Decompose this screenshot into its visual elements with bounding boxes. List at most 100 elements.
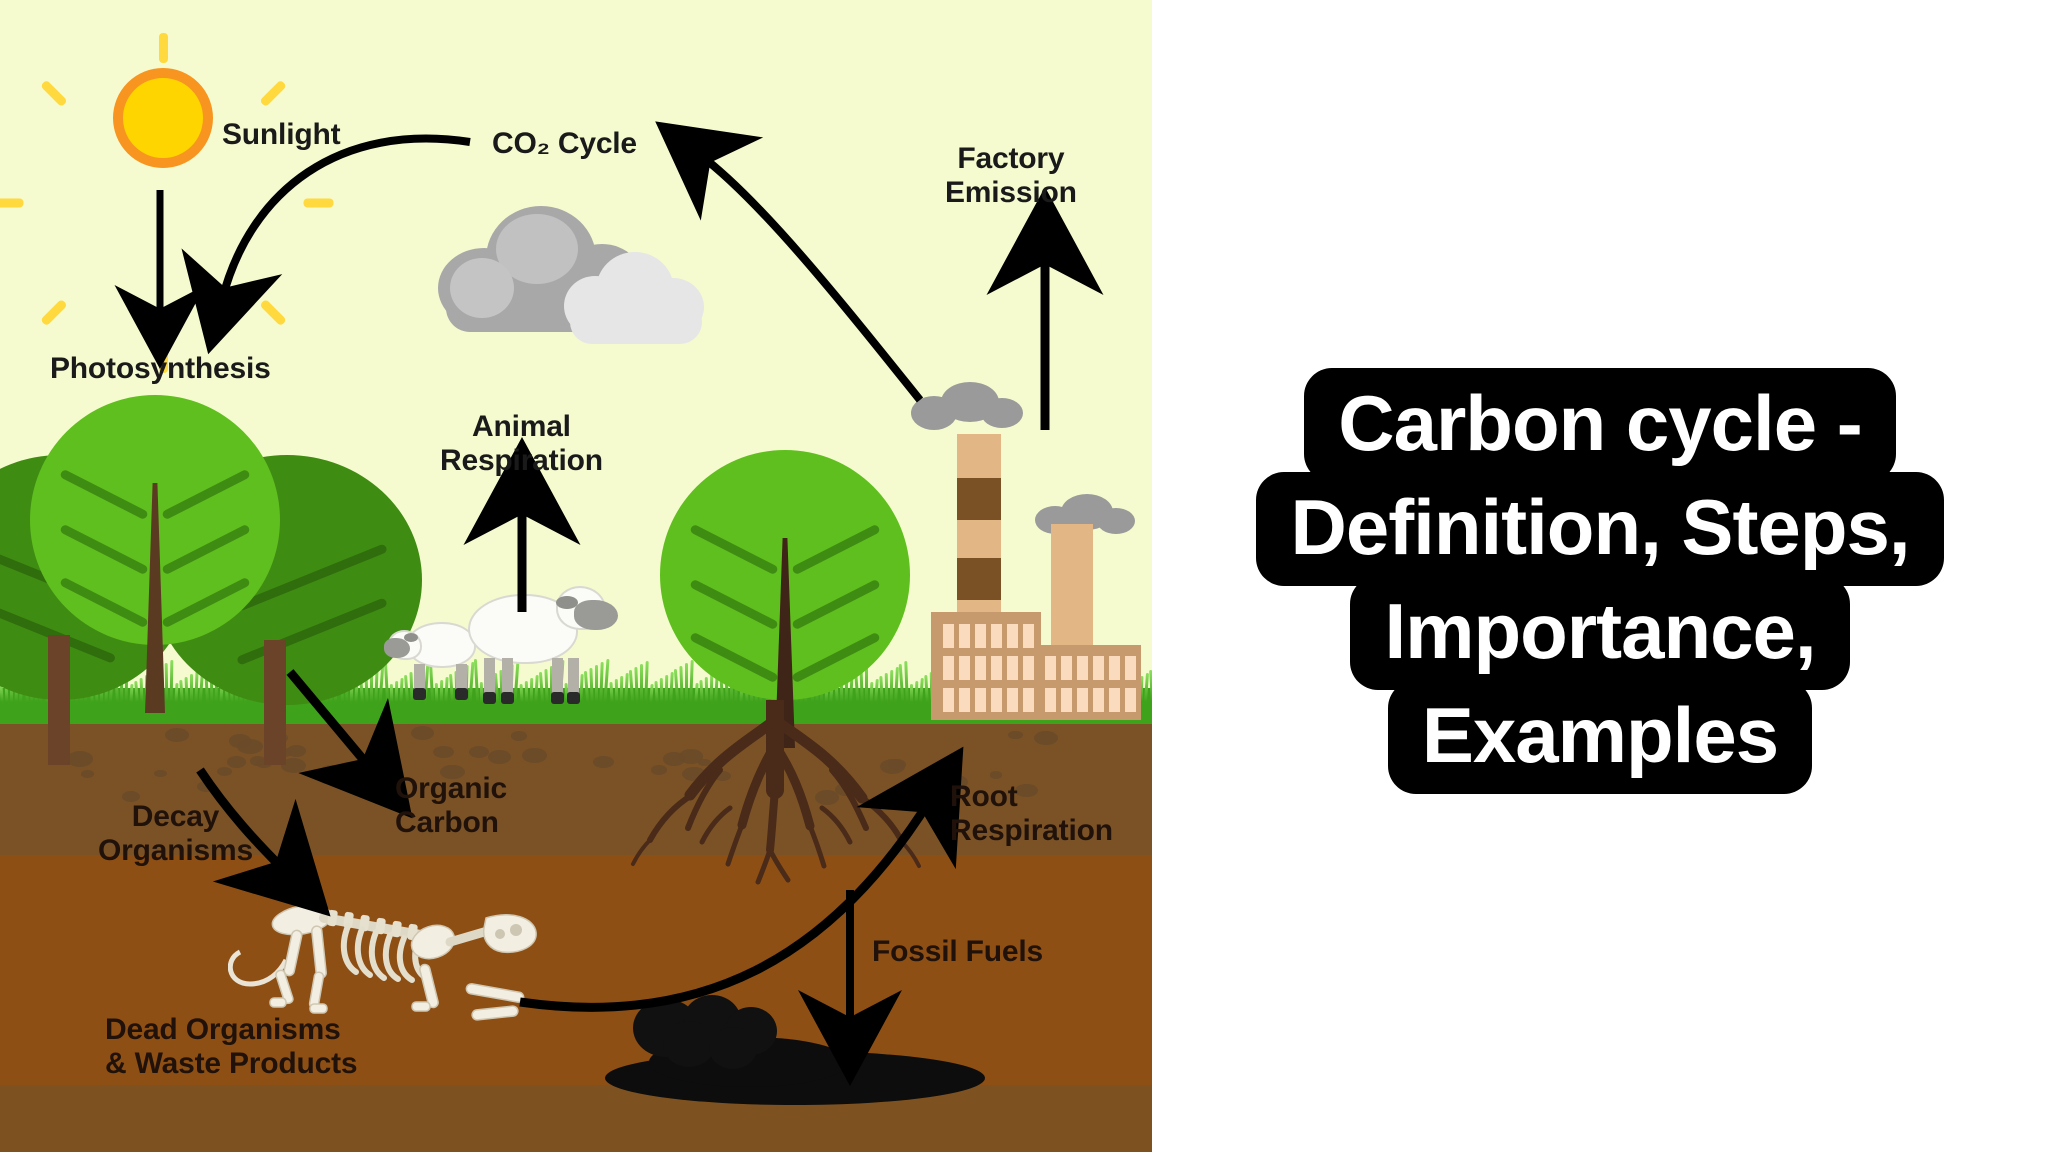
factory-window xyxy=(1125,656,1136,680)
soil-layer-bottom xyxy=(0,1085,1152,1152)
factory-window xyxy=(959,656,970,680)
sheep-hoof xyxy=(551,692,564,704)
label-factory-emission: Factory Emission xyxy=(945,142,1077,209)
label-decay-organisms: Decay Organisms xyxy=(98,800,253,867)
factory-window xyxy=(1045,656,1056,680)
soil-pebble xyxy=(488,750,511,764)
soil-pebble xyxy=(1008,730,1024,740)
tree-roots-icon xyxy=(631,700,921,885)
soil-pebble xyxy=(411,726,435,740)
sheep-hoof xyxy=(455,688,468,700)
sun-ray xyxy=(0,198,23,208)
factory-window xyxy=(1093,688,1104,712)
soil-pebble xyxy=(440,764,465,780)
factory-window xyxy=(1023,624,1034,648)
grass-blade xyxy=(595,665,598,702)
grass-blade xyxy=(628,669,635,702)
factory-window xyxy=(975,656,986,680)
factory-window xyxy=(991,624,1002,648)
soil-pebble xyxy=(319,765,344,780)
soil-pebble xyxy=(698,758,712,767)
factory-window xyxy=(943,624,954,648)
factory-chimney-stripe xyxy=(957,558,1001,600)
soil-pebble xyxy=(217,766,233,776)
factory-window xyxy=(943,656,954,680)
tree-icon xyxy=(30,395,280,725)
sheep-leg xyxy=(502,658,513,696)
grass-blade xyxy=(634,666,639,702)
factory-window xyxy=(1109,688,1120,712)
grass-blade xyxy=(644,660,649,702)
grass-blade xyxy=(685,663,688,702)
oil-puddle-icon xyxy=(605,995,985,1105)
soil-pebble xyxy=(469,745,490,758)
sheep-ear xyxy=(556,596,578,609)
label-animal-respiration: Animal Respiration xyxy=(440,410,603,477)
cloud-icon xyxy=(438,196,704,346)
soil-pebble xyxy=(122,791,141,803)
sheep-ear xyxy=(404,633,418,642)
soil-pebble xyxy=(196,780,216,792)
smoke-icon xyxy=(1097,508,1135,534)
smoke-icon xyxy=(981,398,1023,428)
label-co2-cycle: CO₂ Cycle xyxy=(492,127,637,160)
sun-core xyxy=(113,68,213,168)
factory-window xyxy=(1061,688,1072,712)
title-card: Carbon cycle - Definition, Steps, Import… xyxy=(1152,0,2048,1152)
grass-blade xyxy=(865,659,868,702)
soil-pebble xyxy=(165,727,189,742)
factory-window xyxy=(991,656,1002,680)
sheep-hoof xyxy=(567,692,580,704)
label-fossil-fuels: Fossil Fuels xyxy=(872,935,1043,968)
soil-pebble xyxy=(383,735,396,744)
factory-window xyxy=(1045,688,1056,712)
factory-window xyxy=(1007,688,1018,712)
sheep-hoof xyxy=(483,692,496,704)
label-sunlight: Sunlight xyxy=(222,118,341,151)
label-root-respiration: Root Respiration xyxy=(950,780,1113,847)
grass-blade xyxy=(190,674,193,702)
sun-ray xyxy=(158,33,168,63)
tree-trunk xyxy=(264,640,286,765)
soil-pebble xyxy=(593,756,614,769)
factory-window xyxy=(959,624,970,648)
sheep-leg xyxy=(484,658,495,696)
oil-lump xyxy=(663,1021,715,1067)
soil-pebble xyxy=(226,756,247,769)
tree-trunk xyxy=(48,635,70,765)
grass-blade xyxy=(624,672,629,702)
grass-blade xyxy=(550,666,553,702)
soil-pebble xyxy=(522,748,547,763)
sheep-leg xyxy=(414,664,425,692)
sheep-face xyxy=(574,600,618,630)
sheep-icon xyxy=(458,578,618,708)
title-line-1: Carbon cycle - xyxy=(1304,368,1896,482)
factory-window xyxy=(1077,656,1088,680)
soil-pebble xyxy=(66,751,93,767)
grass-blade xyxy=(654,680,659,702)
factory-window xyxy=(975,624,986,648)
factory-window xyxy=(1023,688,1034,712)
sheep-leg xyxy=(456,664,467,692)
sheep-leg xyxy=(552,658,563,696)
oil-lump xyxy=(709,1027,757,1069)
factory-window xyxy=(943,688,954,712)
cloud-light-puff-right xyxy=(642,278,704,336)
sheep-hoof xyxy=(501,692,514,704)
cloud-sheen-left xyxy=(450,258,514,318)
soil-pebble xyxy=(713,770,732,782)
soil-pebble xyxy=(153,769,167,778)
soil-pebble xyxy=(432,745,455,759)
factory-window xyxy=(1077,688,1088,712)
sheep-leg xyxy=(568,658,579,696)
factory-chimney-stripe xyxy=(957,478,1001,520)
title-line-4: Examples xyxy=(1387,680,1813,794)
soil-pebble xyxy=(1015,783,1038,798)
sheep-hoof xyxy=(413,688,426,700)
factory-window xyxy=(991,688,1002,712)
soil-pebble xyxy=(663,752,686,766)
grass-blade xyxy=(640,664,643,702)
soil-pebble xyxy=(510,731,527,741)
factory-window xyxy=(1007,624,1018,648)
